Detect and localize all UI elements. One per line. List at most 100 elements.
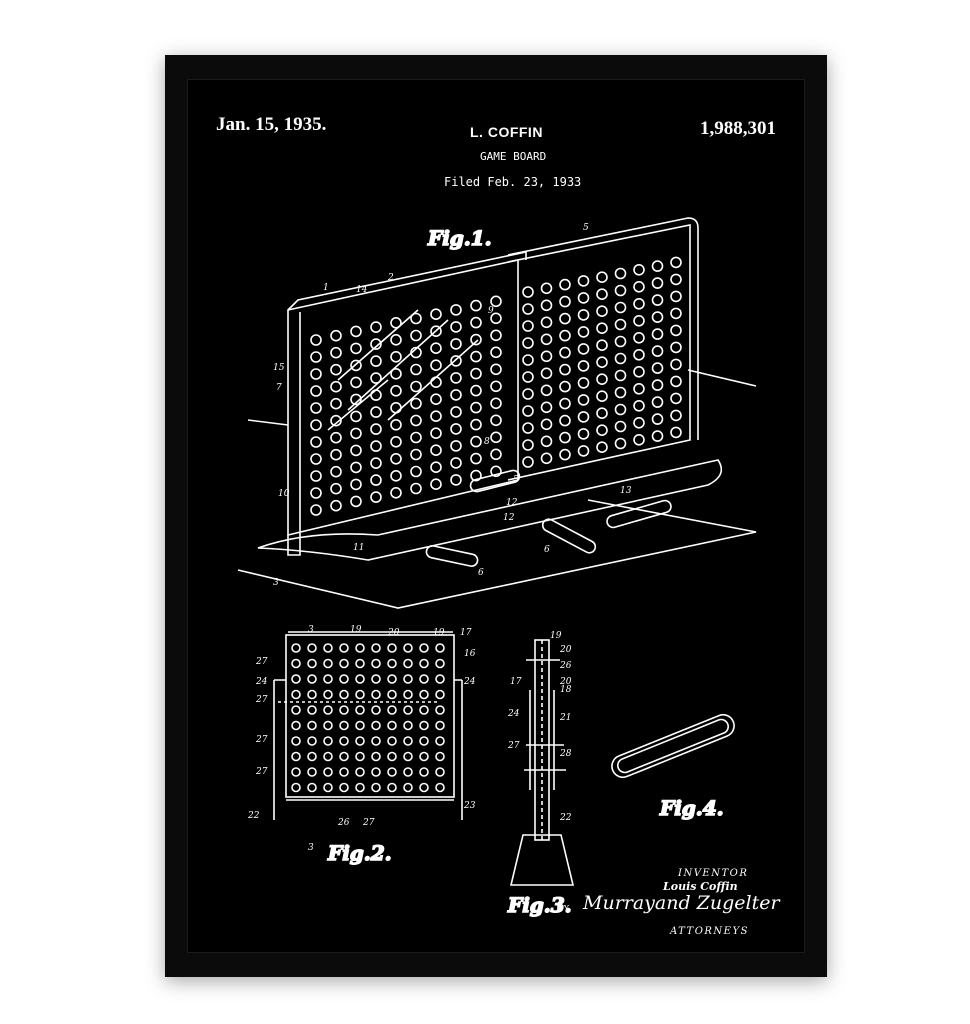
reference-numeral: 19	[550, 631, 562, 641]
peg-hole	[633, 331, 645, 344]
fig3-drawing	[509, 639, 575, 886]
fig3-label: Fig.3.	[507, 893, 572, 917]
peg-hole	[614, 301, 627, 314]
peg-hole	[651, 396, 664, 408]
peg-hole	[559, 397, 571, 410]
peg-hole	[559, 346, 571, 359]
peg-hole	[419, 782, 429, 793]
peg-hole	[410, 363, 422, 376]
peg-hole	[577, 292, 590, 304]
peg-hole	[307, 689, 317, 700]
reference-numeral: 19	[350, 625, 362, 635]
peg-hole	[410, 397, 422, 410]
peg-hole	[450, 440, 462, 452]
inventor-label: INVENTOR	[678, 868, 749, 879]
reference-numeral: 7	[276, 383, 282, 393]
peg-hole	[310, 351, 322, 363]
peg-hole	[651, 328, 664, 340]
peg-hole	[633, 348, 645, 361]
reference-numeral: 17	[460, 628, 472, 638]
peg-hole	[371, 720, 381, 731]
peg-hole	[614, 267, 627, 280]
filed-date: Filed Feb. 23, 1933	[444, 175, 582, 189]
fig1-drawing	[237, 217, 757, 609]
peg-hole	[490, 465, 502, 478]
peg-hole	[403, 751, 413, 762]
peg-hole	[339, 720, 349, 731]
peg-hole	[410, 465, 422, 478]
reference-numeral: 20	[387, 628, 400, 638]
peg-hole	[390, 350, 402, 363]
peg-hole	[450, 389, 462, 401]
peg-hole	[450, 372, 462, 384]
peg-hole	[450, 423, 462, 435]
peg-hole	[651, 379, 664, 391]
peg-hole	[355, 674, 365, 684]
peg-hole	[419, 751, 429, 762]
peg-hole	[430, 393, 442, 406]
peg-hole	[633, 416, 645, 429]
peg-hole	[350, 359, 362, 372]
peg-hole	[370, 406, 382, 418]
peg-hole	[522, 354, 534, 366]
peg-hole	[633, 264, 645, 276]
peg-hole	[577, 428, 590, 440]
peg-hole	[323, 767, 333, 777]
peg-hole	[614, 386, 627, 399]
reference-numeral: 26	[559, 661, 572, 671]
peg-hole	[419, 705, 429, 715]
reference-numeral: 1	[323, 283, 329, 293]
reference-numeral: 11	[353, 543, 364, 553]
peg-hole	[355, 689, 365, 700]
peg-hole	[371, 767, 381, 777]
peg-hole	[403, 705, 413, 715]
peg-hole	[540, 299, 553, 312]
patent-date: Jan. 15, 1935.	[216, 114, 327, 135]
peg-hole	[370, 338, 382, 350]
peg-hole	[490, 295, 502, 308]
peg-hole	[490, 329, 502, 342]
peg-hole	[339, 751, 349, 762]
peg-hole	[651, 345, 664, 357]
peg-hole	[370, 355, 382, 367]
peg-hole	[670, 307, 682, 320]
peg-hole	[670, 392, 682, 405]
peg-hole	[323, 674, 333, 684]
peg-hole	[323, 689, 333, 700]
peg-hole	[339, 782, 349, 793]
peg-hole	[490, 380, 502, 393]
peg-hole	[390, 333, 402, 346]
reference-numeral: 20	[559, 677, 572, 687]
peg-hole	[390, 486, 402, 499]
peg-hole	[291, 689, 301, 700]
peg-hole	[430, 325, 442, 337]
peg-hole	[370, 491, 382, 503]
peg-hole	[435, 705, 445, 715]
peg-hole	[577, 343, 590, 355]
reference-numeral: 28	[559, 749, 572, 759]
reference-numeral: 21	[559, 713, 571, 723]
peg-hole	[403, 767, 413, 777]
peg-hole	[330, 329, 342, 342]
peg-hole	[490, 312, 502, 325]
peg-hole	[577, 309, 590, 321]
peg-hole	[540, 452, 553, 465]
peg-hole	[307, 736, 317, 746]
peg-hole	[330, 465, 342, 478]
peg-hole	[371, 782, 381, 793]
peg-hole	[410, 482, 422, 495]
peg-hole	[371, 658, 381, 669]
peg-hole	[430, 444, 442, 457]
peg-hole	[596, 441, 608, 454]
by-label: BY	[556, 904, 572, 913]
peg-hole	[355, 720, 365, 731]
peg-hole	[490, 448, 502, 461]
reference-numeral: 27	[255, 735, 268, 745]
peg-hole	[310, 470, 322, 482]
reference-numeral: 15	[273, 363, 285, 373]
peg-hole	[307, 751, 317, 762]
peg-hole	[614, 369, 627, 382]
reference-numeral: 3	[308, 625, 314, 635]
reference-numeral: 3	[308, 843, 314, 853]
reference-numeral: 19	[433, 628, 445, 638]
